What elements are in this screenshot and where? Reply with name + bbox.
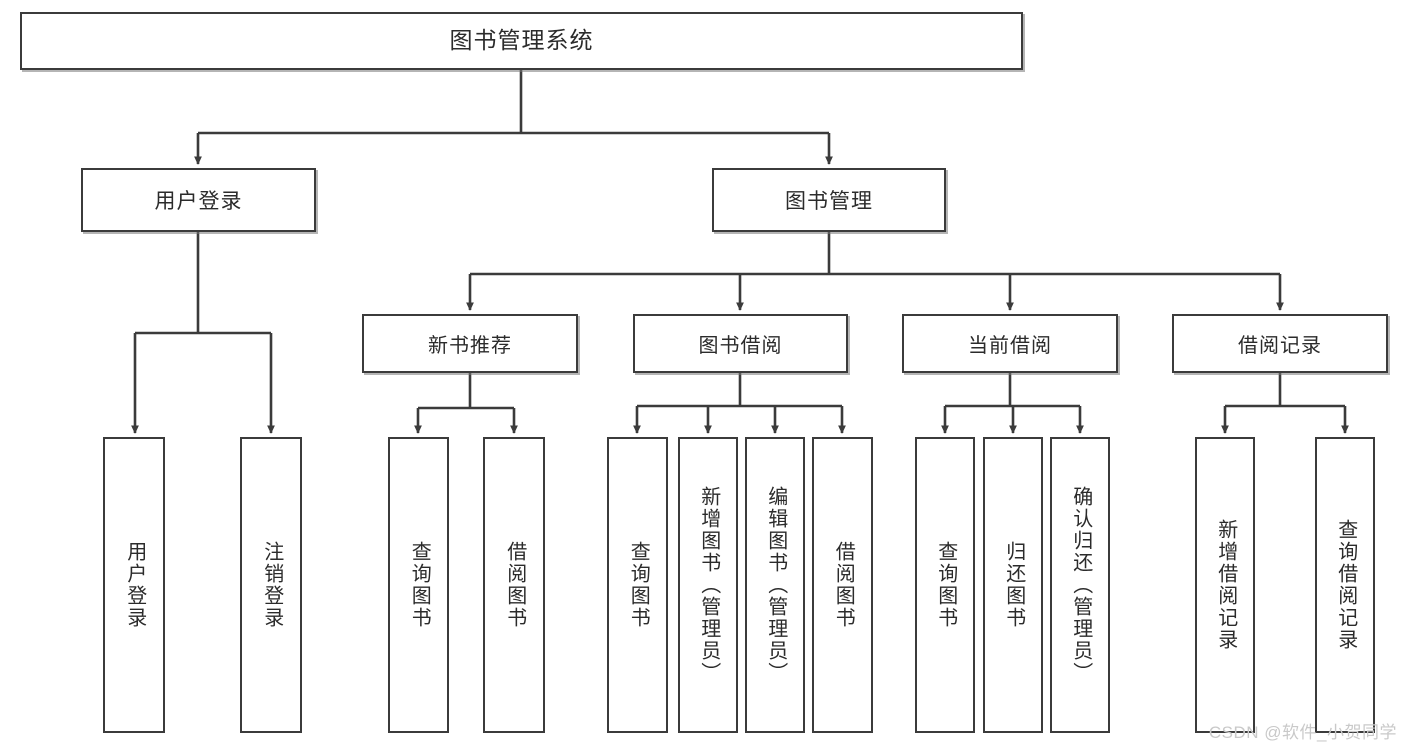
leaf-query-book-recommend[interactable]: 查询图书 [388, 437, 449, 733]
leaf-label: 确认归还（管理员） [1069, 486, 1092, 684]
leaf-borrow-book[interactable]: 借阅图书 [812, 437, 873, 733]
leaf-label: 归还图书 [1002, 541, 1025, 629]
leaf-add-book-admin[interactable]: 新增图书（管理员） [678, 437, 738, 733]
node-book-management[interactable]: 图书管理 [712, 168, 946, 232]
leaf-label: 新增借阅记录 [1214, 519, 1237, 651]
leaf-label: 新增图书（管理员） [697, 486, 720, 684]
node-root-system[interactable]: 图书管理系统 [20, 12, 1023, 70]
leaf-borrow-book-recommend[interactable]: 借阅图书 [483, 437, 545, 733]
node-current-borrow[interactable]: 当前借阅 [902, 314, 1118, 373]
leaf-query-book-current[interactable]: 查询图书 [915, 437, 975, 733]
leaf-return-book[interactable]: 归还图书 [983, 437, 1043, 733]
leaf-confirm-return-admin[interactable]: 确认归还（管理员） [1050, 437, 1110, 733]
leaf-add-borrow-record[interactable]: 新增借阅记录 [1195, 437, 1255, 733]
leaf-label: 查询图书 [934, 541, 957, 629]
node-root-label: 图书管理系统 [449, 27, 594, 54]
leaf-user-login[interactable]: 用户登录 [103, 437, 165, 733]
leaf-user-logout[interactable]: 注销登录 [240, 437, 302, 733]
node-new-book-recommend-label: 新书推荐 [428, 335, 512, 357]
node-borrow-record[interactable]: 借阅记录 [1172, 314, 1388, 373]
leaf-query-book-borrow[interactable]: 查询图书 [607, 437, 668, 733]
node-user-login[interactable]: 用户登录 [81, 168, 316, 232]
leaf-label: 借阅图书 [503, 541, 526, 629]
node-user-login-label: 用户登录 [154, 190, 243, 213]
csdn-watermark: CSDN @软件_小贺同学 [1208, 723, 1397, 742]
leaf-label: 查询借阅记录 [1334, 519, 1357, 651]
node-book-management-label: 图书管理 [785, 190, 873, 213]
leaf-label: 注销登录 [260, 541, 283, 629]
leaf-label: 查询图书 [627, 541, 650, 629]
node-book-borrow[interactable]: 图书借阅 [633, 314, 848, 373]
leaf-query-borrow-record[interactable]: 查询借阅记录 [1315, 437, 1375, 733]
leaf-label: 借阅图书 [832, 541, 855, 629]
node-borrow-record-label: 借阅记录 [1238, 335, 1322, 357]
node-new-book-recommend[interactable]: 新书推荐 [362, 314, 578, 373]
leaf-label: 编辑图书（管理员） [764, 486, 787, 684]
node-book-borrow-label: 图书借阅 [698, 335, 783, 357]
node-current-borrow-label: 当前借阅 [968, 335, 1052, 357]
leaf-edit-book-admin[interactable]: 编辑图书（管理员） [745, 437, 805, 733]
leaf-label: 用户登录 [123, 541, 146, 629]
leaf-label: 查询图书 [408, 541, 431, 629]
